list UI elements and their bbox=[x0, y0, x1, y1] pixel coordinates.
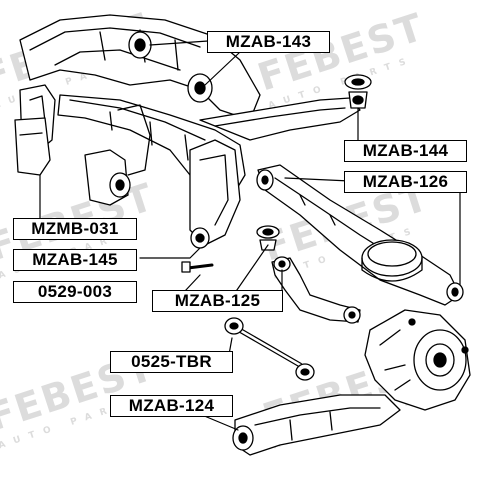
bushing-mzab-143 bbox=[128, 31, 213, 103]
label-mzab-144[interactable]: MZAB-144 bbox=[344, 140, 467, 162]
knuckle-hub bbox=[364, 309, 471, 411]
label-0525-tbr[interactable]: 0525-TBR bbox=[110, 351, 233, 373]
spring-seat bbox=[361, 239, 423, 282]
label-mzab-125[interactable]: MZAB-125 bbox=[152, 290, 283, 312]
arm-mzab-125 bbox=[271, 256, 361, 324]
bracket-mzab-145 bbox=[189, 139, 241, 249]
bolt-0529-003 bbox=[181, 261, 214, 273]
mount-center bbox=[256, 225, 280, 251]
link-0525-tbr bbox=[224, 317, 315, 381]
label-0529-003[interactable]: 0529-003 bbox=[13, 281, 137, 303]
label-mzab-126[interactable]: MZAB-126 bbox=[344, 171, 467, 193]
label-mzab-145[interactable]: MZAB-145 bbox=[13, 249, 137, 271]
mount-mzmb-031 bbox=[14, 117, 131, 198]
arm-mzab-124 bbox=[232, 394, 401, 456]
label-mzab-143[interactable]: MZAB-143 bbox=[207, 31, 330, 53]
label-mzmb-031[interactable]: MZMB-031 bbox=[13, 218, 137, 240]
label-mzab-124[interactable]: MZAB-124 bbox=[110, 395, 233, 417]
mount-mzab-144 bbox=[344, 74, 372, 109]
